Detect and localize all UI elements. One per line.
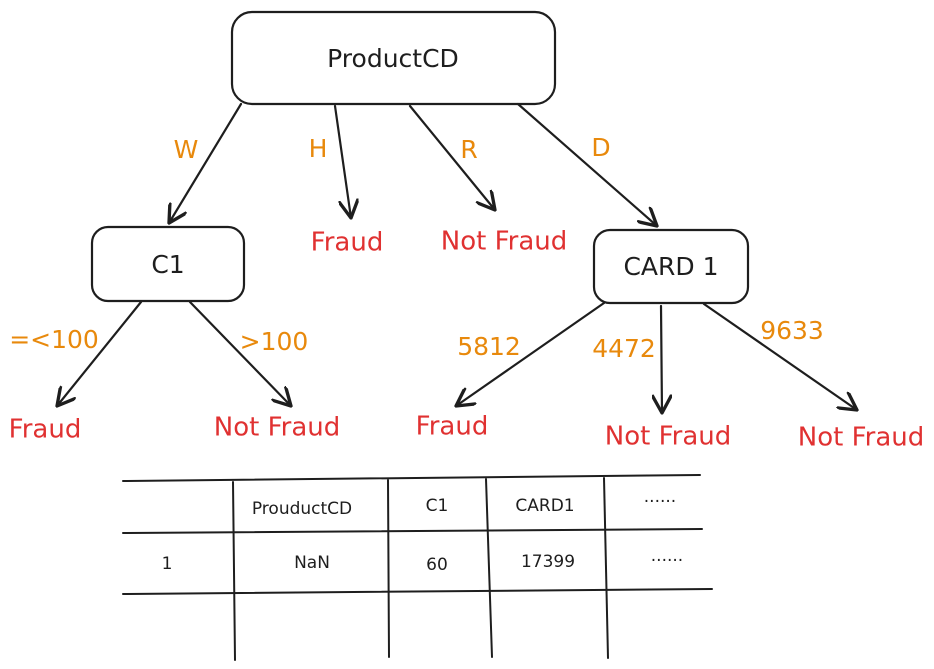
edge-label-card-5812: 5812: [457, 332, 521, 361]
table-col-divider-2: [387, 479, 390, 658]
table-cell-index: 1: [162, 554, 173, 574]
table-col-divider-3: [485, 478, 493, 658]
table-header-productcd: ProuductCD: [252, 499, 352, 519]
edge-arrow-w: [169, 102, 243, 223]
leaf-card-5812: Fraud: [416, 412, 489, 442]
edge-label-card-9633: 9633: [760, 316, 824, 345]
table-cell-c1: 60: [426, 555, 448, 575]
edge-arrow-card-9633: [702, 302, 857, 410]
edge-label-c1-le: =<100: [9, 325, 99, 354]
edge-arrow-card-4472: [661, 304, 662, 413]
root-node-label: ProductCD: [327, 44, 459, 73]
edge-arrow-h: [333, 104, 351, 218]
edge-arrow-card-5812: [456, 301, 606, 406]
card1-node-label: CARD 1: [623, 252, 718, 281]
leaf-r: Not Fraud: [441, 227, 567, 257]
c1-node-label: C1: [151, 250, 184, 279]
edge-arrow-c1-gt: [188, 300, 291, 406]
leaf-card-9633: Not Fraud: [798, 423, 924, 453]
table-col-divider-4: [603, 477, 609, 659]
edge-arrow-c1-le: [57, 300, 143, 406]
table-header-c1: C1: [426, 496, 449, 516]
edge-label-r: R: [460, 135, 477, 164]
c1-node: C1: [90, 225, 246, 303]
card1-node: CARD 1: [592, 228, 750, 305]
leaf-h: Fraud: [311, 228, 384, 258]
leaf-c1-le: Fraud: [9, 415, 82, 445]
edge-label-card-4472: 4472: [592, 334, 656, 363]
table-col-divider-1: [232, 481, 236, 661]
table-line-top: [122, 474, 701, 482]
edge-arrow-r: [408, 104, 495, 210]
table-cell-card1: 17399: [521, 552, 575, 572]
data-table: ProuductCD C1 CARD1 ······ 1 NaN 60 1739…: [122, 474, 713, 661]
edge-label-c1-gt: >100: [240, 327, 309, 356]
table-line-row-bottom: [122, 588, 713, 595]
leaf-c1-gt: Not Fraud: [214, 413, 340, 443]
edge-label-h: H: [309, 134, 328, 163]
table-cell-ellipsis: ······: [651, 551, 683, 571]
table-header-ellipsis: ······: [644, 492, 676, 512]
table-header-card1: CARD1: [515, 496, 574, 516]
edge-label-w: W: [174, 135, 199, 164]
edge-label-d: D: [591, 133, 610, 162]
leaf-card-4472: Not Fraud: [605, 422, 731, 452]
root-node: ProductCD: [230, 10, 557, 106]
table-cell-productcd: NaN: [294, 553, 330, 573]
table-line-header-bottom: [122, 528, 703, 534]
edge-arrow-d: [516, 102, 657, 226]
